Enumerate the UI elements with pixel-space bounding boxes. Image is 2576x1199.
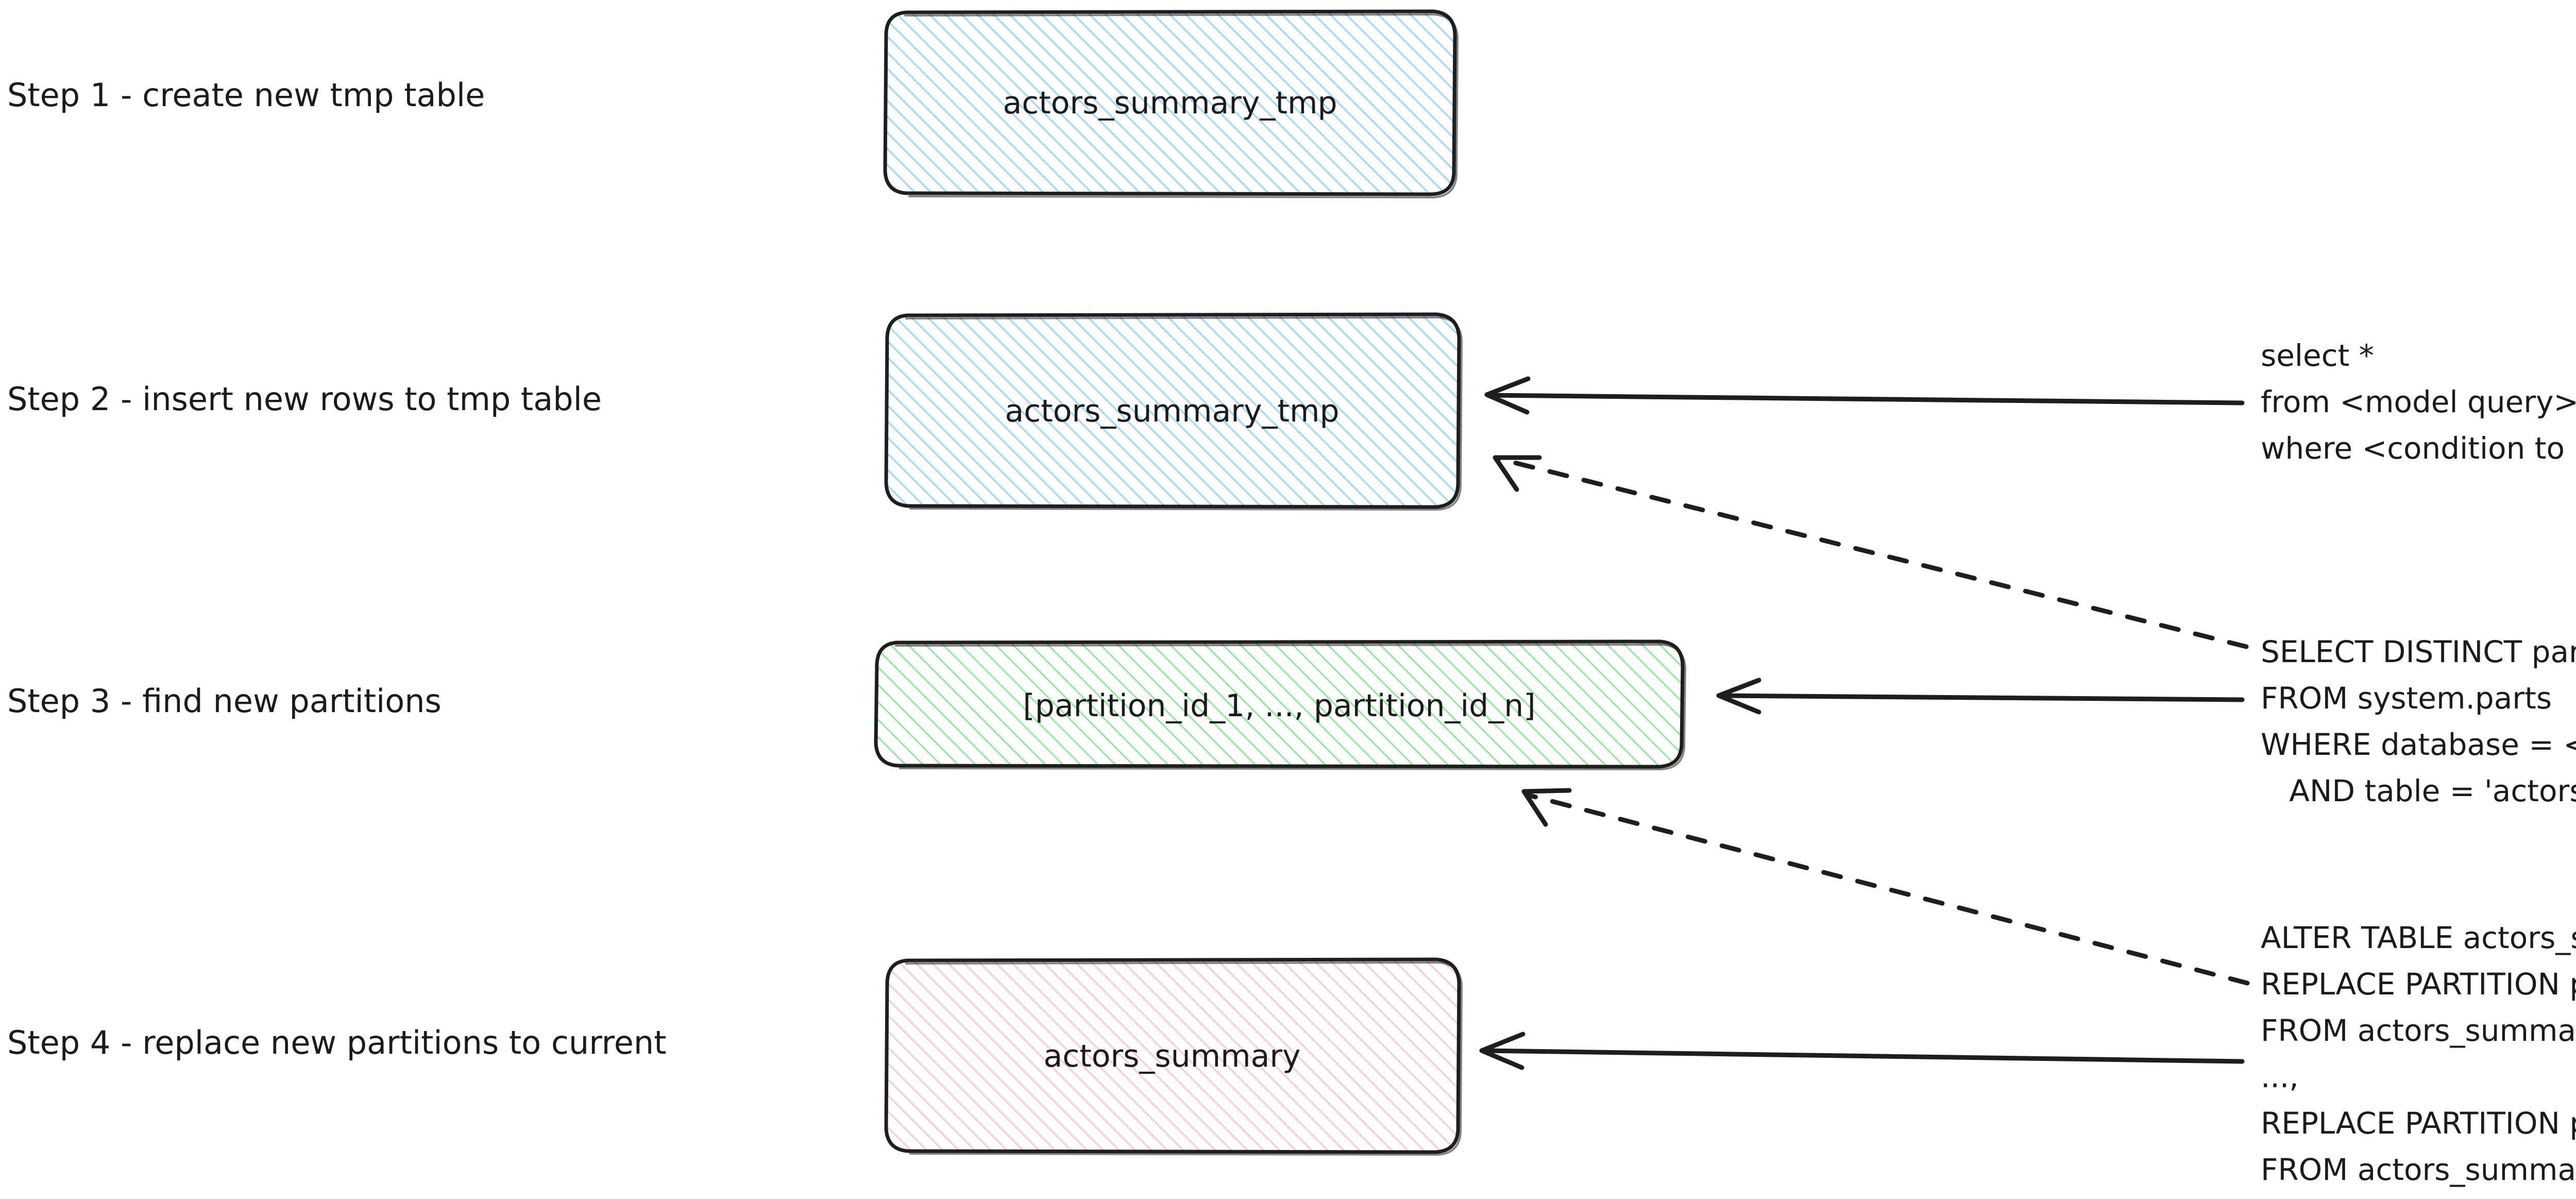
node-partition-list[interactable]: [partition_id_1, ..., partition_id_n] [874,639,1687,771]
node-tmp-table-1-sketch-stroke [904,13,1459,199]
arrow-sql-to-partition-list-line [1717,693,2245,702]
sql-replace-line-1: REPLACE PARTITION partition_id_1 [2261,967,2576,1002]
node-tmp-table-1-label: actors_summary_tmp [1003,85,1337,121]
sql-replace-line-4: REPLACE PARTITION partition_id_n [2261,1106,2576,1141]
sql-find-line-1: FROM system.parts [2261,681,2552,716]
arrow-sql-to-actors-summary [1479,1032,2245,1070]
node-partition-list-label: [partition_id_1, ..., partition_id_n] [1023,688,1535,724]
step-1-label: Step 1 - create new tmp table [7,76,485,114]
arrow-sql-to-tmp-table-line [1485,393,2245,406]
arrow-sql-to-actors-summary-head [1479,1032,1526,1070]
node-tmp-table-2[interactable]: actors_summary_tmp [884,312,1463,511]
sql-find-partitions: SELECT DISTINCT partition_id FROM system… [2261,634,2576,808]
node-tmp-table-2-label: actors_summary_tmp [1005,393,1339,429]
step-3-label: Step 3 - find new partitions [7,682,442,720]
node-tmp-table-2-sketch-stroke [905,316,1463,511]
sql-insert-line-0: select * [2261,338,2374,373]
node-partition-list-sketch-stroke [895,643,1687,771]
sql-replace-line-2: FROM actors_summary_tmp, [2261,1013,2576,1048]
arrow-replace-to-partition-list [1521,788,2250,986]
step-2-label: Step 2 - insert new rows to tmp table [7,380,602,418]
arrow-find-partitions-to-tmp-table [1493,455,2249,649]
sql-find-line-0: SELECT DISTINCT partition_id [2261,634,2576,669]
node-actors-summary[interactable]: actors_summary [884,957,1463,1156]
sql-insert-new-rows: select * from <model query> where <condi… [2261,338,2576,466]
step-4-label: Step 4 - replace new partitions to curre… [7,1024,667,1061]
node-actors-summary-sketch-stroke [905,961,1463,1156]
arrow-replace-to-partition-list-head [1521,788,1572,827]
sql-insert-line-1: from <model query> [2261,384,2576,419]
arrow-replace-to-partition-list-line [1526,792,2250,986]
arrow-sql-to-partition-list [1716,678,2245,715]
sql-replace-line-3: ..., [2261,1059,2299,1094]
arrow-sql-to-partition-list-head [1716,678,1761,715]
arrow-find-partitions-to-tmp-table-head [1493,455,1542,492]
node-actors-summary-label: actors_summary [1043,1038,1300,1074]
arrow-sql-to-tmp-table-head [1484,376,1531,415]
sql-find-line-3: AND table = 'actors_summary_tmp' [2261,773,2576,808]
arrow-sql-to-tmp-table [1484,376,2245,415]
sql-replace-partitions: ALTER TABLE actors_summary REPLACE PARTI… [2261,920,2576,1187]
node-tmp-table-1[interactable]: actors_summary_tmp [883,9,1459,199]
sql-find-line-2: WHERE database = <database> [2261,727,2576,762]
arrow-find-partitions-to-tmp-table-line [1496,456,2249,649]
sql-replace-line-5: FROM actors_summary_tmp, [2261,1152,2576,1187]
arrow-sql-to-actors-summary-line [1480,1048,2245,1064]
sql-replace-line-0: ALTER TABLE actors_summary [2261,920,2576,955]
sql-insert-line-2: where <condition to identify new> [2261,431,2576,466]
